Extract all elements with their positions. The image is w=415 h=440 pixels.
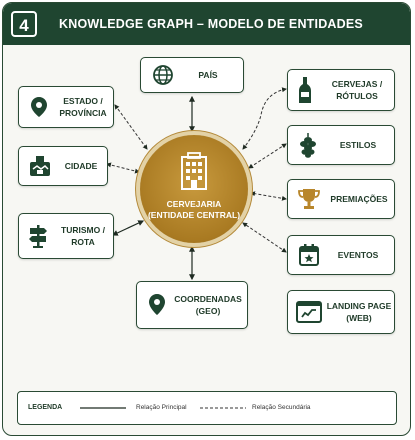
hop-icon — [300, 133, 316, 158]
link-premiacoes — [250, 191, 287, 201]
node-label: LANDING PAGE (WEB) — [326, 301, 392, 323]
central-entity: CERVEJARIA (ENTIDADE CENTRAL) — [140, 135, 248, 243]
legend-title: LEGENDA — [28, 404, 63, 411]
city-icon — [30, 156, 50, 176]
node-label: TURISMO / ROTA — [61, 225, 105, 247]
legend-secondary-label: Relação Secundária — [252, 404, 311, 411]
node-estilos: ESTILOS — [287, 125, 395, 165]
node-landing: LANDING PAGE (WEB) — [287, 290, 395, 334]
central-entity-label: CERVEJARIA (ENTIDADE CENTRAL) — [147, 199, 241, 220]
legend-dashed-line — [200, 407, 246, 409]
node-label: ESTILOS — [339, 140, 377, 150]
trophy-icon — [298, 189, 320, 209]
legend-solid-line — [80, 407, 126, 409]
node-pais: PAÍS — [140, 57, 244, 93]
connection-lines — [106, 87, 287, 281]
link-eventos — [242, 222, 287, 253]
node-label: COORDENADAS (GEO) — [174, 294, 242, 316]
link-turismo — [111, 220, 145, 236]
node-label: PAÍS — [198, 70, 218, 80]
bottle-icon — [299, 77, 311, 103]
building-icon — [181, 152, 207, 190]
node-premiacoes: PREMIAÇÕES — [287, 179, 395, 219]
link-cidade — [106, 162, 140, 174]
node-label: ESTADO / PROVÍNCIA — [59, 96, 107, 118]
node-label: PREMIAÇÕES — [330, 194, 388, 204]
node-coordenadas: COORDENADAS (GEO) — [136, 281, 248, 329]
node-label: EVENTOS — [337, 250, 379, 260]
calendar-icon — [299, 244, 319, 266]
link-cervejas — [242, 87, 287, 150]
node-cidade: CIDADE — [18, 146, 108, 186]
diagram-title: KNOWLEDGE GRAPH – MODELO DE ENTIDADES — [59, 17, 363, 31]
node-estado: ESTADO / PROVÍNCIA — [18, 86, 114, 128]
signpost-icon — [29, 225, 47, 248]
header-bar: 4 KNOWLEDGE GRAPH – MODELO DE ENTIDADES — [3, 3, 410, 45]
legend-primary-label: Relação Principal — [136, 404, 187, 411]
node-eventos: EVENTOS — [287, 235, 395, 275]
diagram-frame: 4 KNOWLEDGE GRAPH – MODELO DE ENTIDADES … — [2, 2, 411, 436]
section-number: 4 — [11, 11, 37, 37]
link-estado — [114, 104, 148, 150]
node-label: CERVEJAS / RÓTULOS — [331, 79, 383, 101]
link-estilos — [248, 143, 287, 169]
node-label: CIDADE — [64, 161, 98, 171]
globe-icon — [153, 65, 173, 85]
node-cervejas: CERVEJAS / RÓTULOS — [287, 69, 395, 111]
node-turismo: TURISMO / ROTA — [18, 213, 114, 259]
map-pin-icon — [31, 97, 47, 117]
map-pin-icon — [149, 294, 165, 315]
web-page-icon — [296, 301, 322, 323]
legend: LEGENDA Relação Principal Relação Secund… — [17, 391, 397, 425]
